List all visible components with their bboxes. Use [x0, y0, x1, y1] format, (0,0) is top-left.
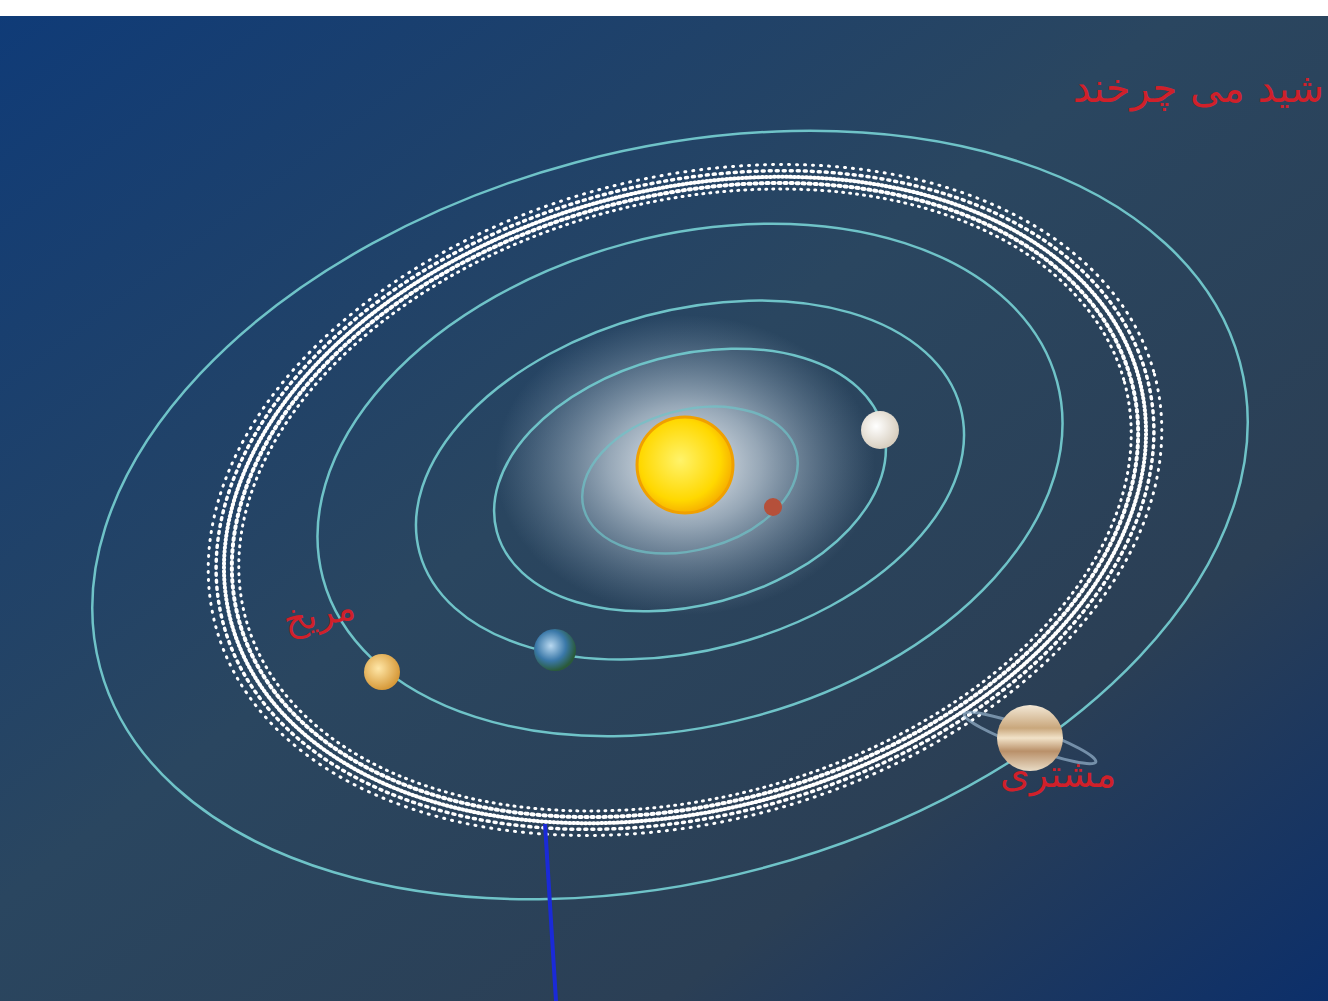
- orbits: [6, 10, 1328, 1001]
- venus: [861, 411, 899, 449]
- top-margin: [0, 0, 1328, 16]
- sun-glow: [495, 315, 875, 615]
- earth: [534, 629, 576, 671]
- caption-text: شید می چرخند: [1073, 66, 1324, 110]
- sun: [637, 417, 733, 513]
- mars: [364, 654, 400, 690]
- mercury: [764, 498, 782, 516]
- leader-line: [545, 824, 556, 1001]
- asteroid-belt: [132, 63, 1238, 937]
- planet-label: مشتری: [1000, 754, 1116, 796]
